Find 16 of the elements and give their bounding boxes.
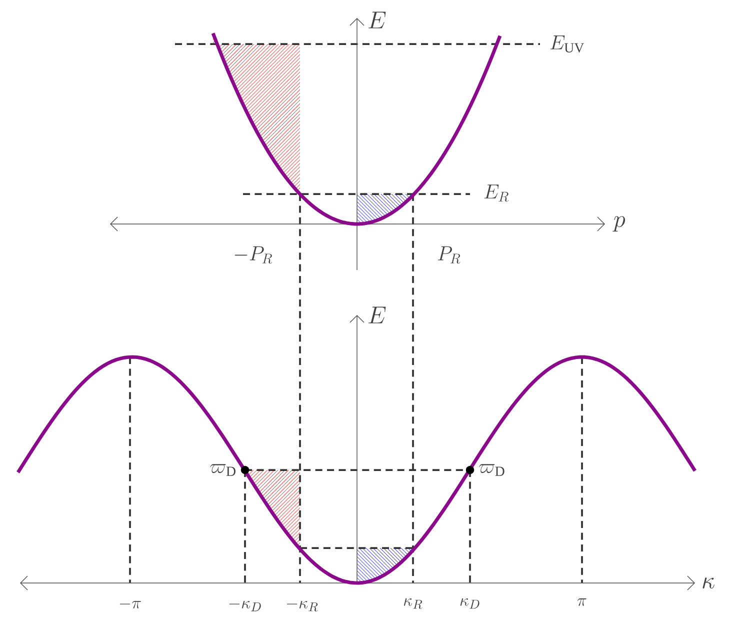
point-label: $\varpi_{\mathrm{D}}$ — [210, 464, 236, 476]
axis-label: $E$ — [368, 306, 386, 324]
tick-label: $P_R$ — [438, 246, 460, 264]
tick-label: $-\pi$ — [120, 600, 141, 608]
point-label: $\varpi_{\mathrm{D}}$ — [478, 464, 504, 476]
axis-label: $E$ — [368, 12, 386, 28]
axis-label: $p$ — [612, 216, 626, 232]
tick-label: $\pi$ — [577, 598, 586, 606]
tick-label: $-\kappa_R$ — [286, 600, 318, 612]
level-label: $E_{\mathrm{UV}}$ — [550, 36, 584, 53]
tick-label: $-P_R$ — [234, 246, 272, 264]
tick-label: $\kappa_D$ — [460, 598, 480, 609]
tick-label: $\kappa_R$ — [404, 598, 422, 609]
axis-label: $\kappa$ — [702, 578, 714, 588]
tick-label: $-\kappa_D$ — [229, 600, 261, 612]
level-label: $E_R$ — [484, 184, 508, 202]
